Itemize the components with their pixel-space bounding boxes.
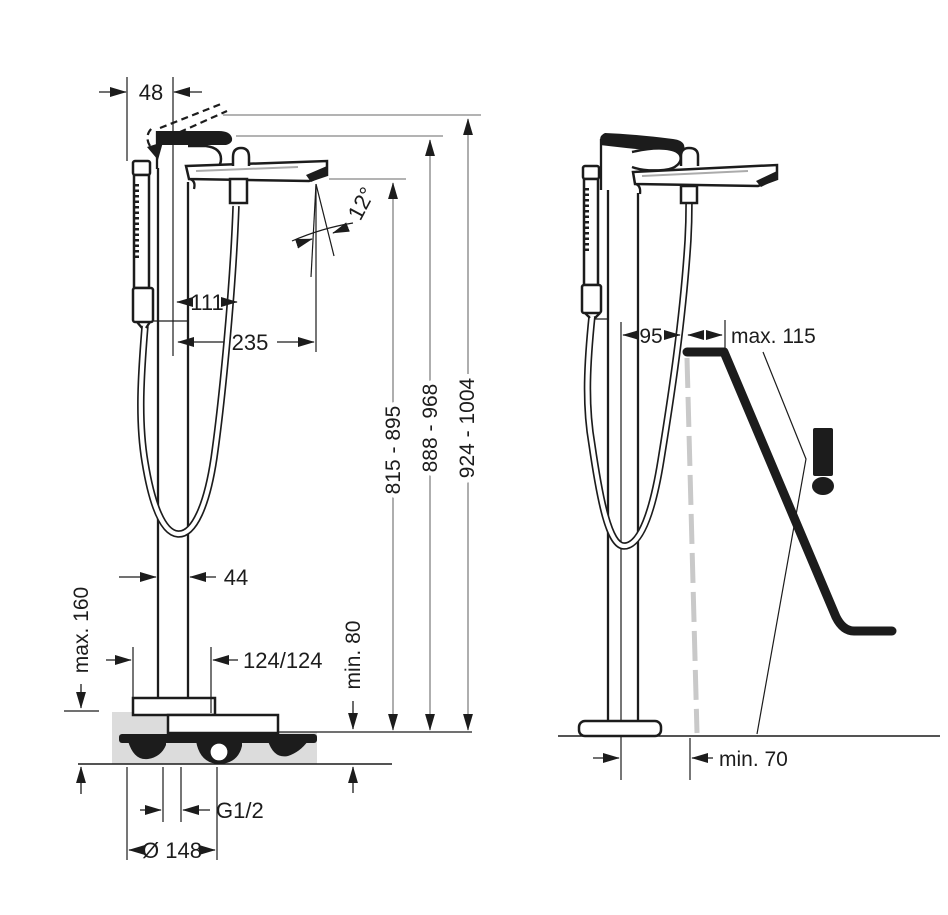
dim-rim-overhang: max. 115: [687, 320, 816, 352]
spout-tip: [306, 166, 327, 182]
mounting-foot-left: [128, 741, 166, 760]
front-view: 48 12° 111 235: [64, 77, 484, 863]
hand-shower-cap-side: [581, 164, 601, 181]
dim-label-connection-spacing: 124/124: [243, 648, 323, 673]
hose-connector-side: [584, 312, 601, 319]
dim-label-spout-angle: 12°: [343, 183, 381, 224]
warning-exclamation-icon: [812, 428, 834, 495]
hand-shower-side: [580, 164, 603, 319]
body-channel-side: [631, 147, 682, 172]
side-view: 95 max. 115 min. 70: [558, 133, 940, 780]
hand-shower-grip-side: [580, 283, 603, 315]
diverter-knob-side: [679, 146, 700, 166]
lever-hinge-wedge: [147, 142, 163, 160]
dim-label-body-height: 888 - 968: [419, 384, 442, 473]
hand-shower-front: [131, 159, 155, 329]
shower-hose-side: [583, 203, 693, 550]
dim-label-pipe-to-hose: 95: [639, 325, 662, 348]
exclamation-bar: [813, 428, 833, 476]
lever-handle: [157, 131, 233, 145]
base-plate-side: [577, 719, 663, 738]
drain-port: [208, 741, 230, 763]
spout-tip-side: [756, 171, 777, 187]
leader-line-tub: [756, 351, 807, 735]
dim-spout-angle: 12°: [291, 183, 381, 278]
mounting-foot-right: [268, 741, 308, 757]
dim-spout-reach: 235: [177, 330, 315, 355]
dim-label-pipe-to-tub: min. 70: [719, 748, 788, 771]
dim-pipe-to-tub: min. 70: [593, 738, 788, 780]
dim-label-lever-offset: 48: [139, 80, 163, 105]
mixer-body-side: [599, 133, 779, 205]
dim-floor-buildup: max. 160: [70, 587, 93, 794]
height-dimensions: 815 - 895 888 - 968 924 - 1004: [223, 114, 484, 731]
dim-hose-offset: 111: [176, 290, 238, 315]
hose-nipple: [228, 177, 249, 205]
dim-label-spout-reach: 235: [232, 330, 269, 355]
shower-hose-front: [137, 205, 240, 538]
lever-travel-arc: [146, 127, 153, 147]
spout-shade-side: [641, 170, 749, 177]
mixer-body-front: [146, 102, 329, 205]
base-step-lower: [166, 713, 280, 735]
dim-pipe-to-hose: 95: [622, 325, 681, 348]
diverter-knob: [231, 146, 251, 166]
base-step-upper: [131, 696, 217, 717]
dim-label-spout-height: 815 - 895: [382, 406, 405, 495]
hose-core: [138, 205, 239, 537]
dim-thread: G1/2: [140, 767, 264, 823]
exclamation-dot: [812, 477, 834, 495]
base-escutcheon-front: [119, 696, 317, 764]
dim-base-diameter: Ø 148: [126, 767, 218, 863]
riser-pipe-front: [154, 168, 190, 700]
dim-lever-offset: 48: [99, 80, 202, 105]
dim-label-rim-overhang: max. 115: [731, 325, 816, 348]
hand-shower-grip: [131, 286, 155, 324]
spout-shade: [195, 166, 299, 172]
tub-wall-dashed-line: [684, 357, 700, 734]
dim-label-hose-offset: 111: [190, 290, 223, 315]
dim-label-floor-buildup: max. 160: [70, 587, 93, 673]
mounting-flange: [119, 734, 317, 743]
hose-connector: [136, 321, 151, 329]
spout-underside-curve-side: [635, 182, 642, 195]
lever-raised-dashed: [159, 102, 228, 139]
dim-label-pipe-width: 44: [224, 565, 248, 590]
dim-screed-depth: min. 80: [342, 621, 365, 793]
dim-label-base-diameter: Ø 148: [142, 838, 202, 863]
dim-label-thread: G1/2: [216, 798, 264, 823]
spout-underside-curve: [189, 177, 196, 190]
dim-label-screed-depth: min. 80: [342, 621, 365, 690]
bathtub-rim: [682, 347, 897, 636]
dim-connection-spacing: 124/124: [106, 647, 323, 713]
hose-nipple-side: [679, 184, 699, 205]
dim-label-lever-height: 924 - 1004: [456, 377, 479, 478]
dim-pipe-width: 44: [119, 565, 248, 590]
hand-shower-cap: [131, 159, 152, 177]
